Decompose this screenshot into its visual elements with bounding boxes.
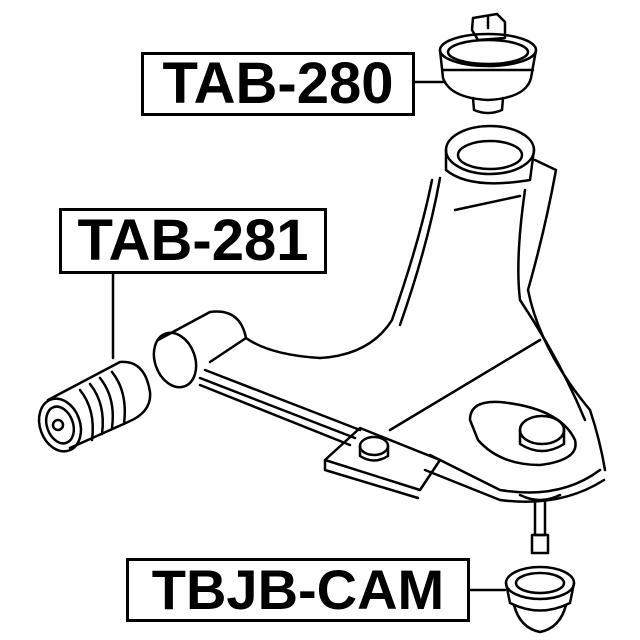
part-label-text: TAB-281 bbox=[77, 208, 309, 273]
ball-joint-stud-drawing bbox=[518, 493, 562, 555]
part-label-tab-280: TAB-280 bbox=[141, 52, 415, 116]
part-label-text: TAB-280 bbox=[162, 51, 394, 116]
part-label-text: TBJB-CAM bbox=[151, 558, 445, 621]
part-label-tab-281: TAB-281 bbox=[59, 208, 327, 274]
tab-280-bushing-drawing bbox=[438, 12, 538, 115]
tab-281-bushing-drawing bbox=[37, 360, 152, 453]
part-label-tbjb-cam: TBJB-CAM bbox=[126, 558, 470, 622]
tbjb-cam-boot-drawing bbox=[504, 565, 576, 634]
control-arm-drawing bbox=[152, 124, 607, 503]
